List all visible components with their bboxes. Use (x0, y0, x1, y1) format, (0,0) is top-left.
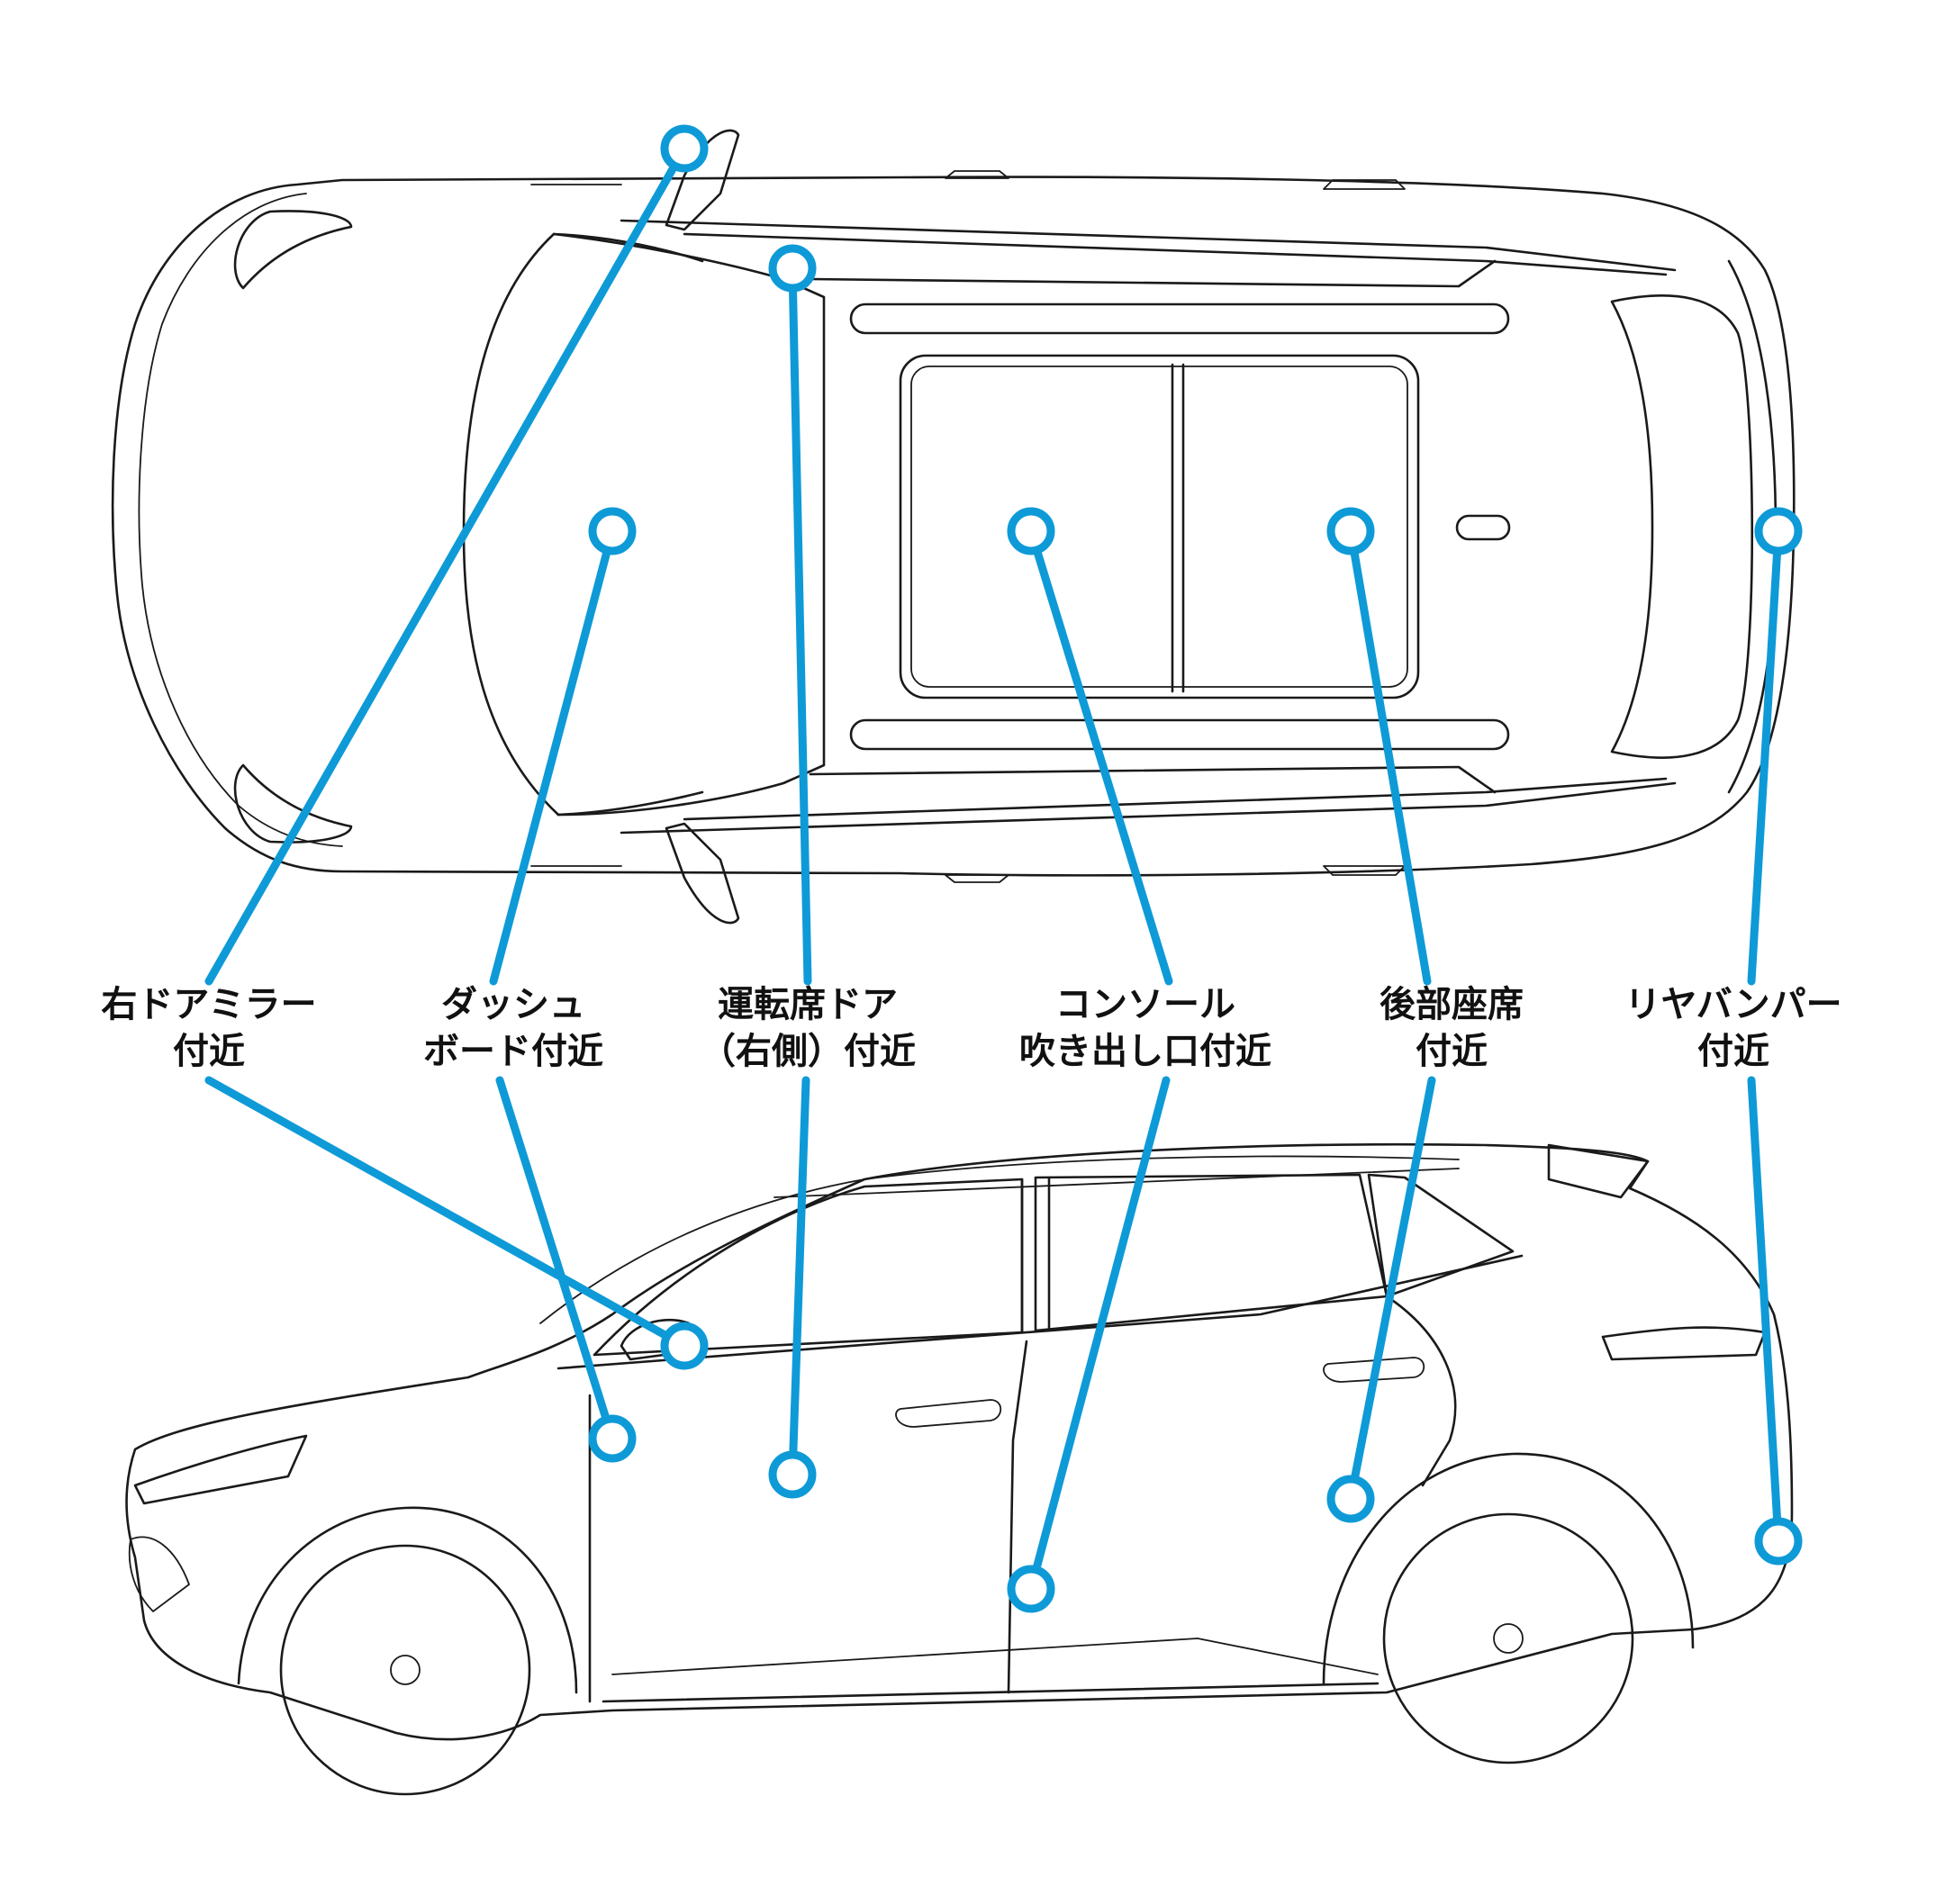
leader-bumper-top (1747, 527, 1783, 986)
label-line: ダッシュ (441, 984, 585, 1025)
leader-lines (204, 144, 1783, 1593)
label-line: 吹き出し口付近 (1019, 1031, 1271, 1072)
leader-mirror-top (204, 144, 689, 986)
marker-door-top (768, 244, 817, 293)
leader-mirror-side (204, 1076, 689, 1350)
car-side-view (125, 1142, 1794, 1796)
label-line: （右側）付近 (700, 1031, 916, 1072)
label-line: 付近 (1696, 1031, 1769, 1072)
leader-door-side (788, 1076, 810, 1479)
marker-rear-seat-top (1326, 507, 1375, 555)
marker-mirror-top (660, 124, 709, 173)
leader-dashboard-top (489, 527, 617, 986)
marker-door-side (768, 1450, 817, 1499)
leader-door-top (788, 264, 812, 986)
label-right-door-mirror: 右ドアミラー 付近 (101, 981, 316, 1075)
label-line: ボード付近 (423, 1031, 603, 1072)
marker-console-side (1007, 1565, 1055, 1613)
leader-console-top (1027, 527, 1173, 986)
leader-bumper-side (1747, 1076, 1783, 1546)
label-line: 後部座席 (1380, 984, 1524, 1025)
marker-console-top (1007, 507, 1055, 555)
label-rear-seat: 後部座席 付近 (1380, 981, 1524, 1075)
label-rear-bumper: リヤバンパー 付近 (1624, 981, 1841, 1075)
label-line: 付近 (172, 1031, 245, 1072)
leader-console-side (1027, 1076, 1171, 1593)
marker-bumper-side (1754, 1517, 1803, 1566)
markers (588, 124, 1803, 1613)
marker-dashboard-top (588, 507, 637, 555)
marker-bumper-top (1754, 507, 1803, 555)
label-line: リヤバンパー (1624, 984, 1842, 1025)
leader-rear-seat-top (1346, 527, 1432, 986)
label-line: コンソール (1055, 984, 1235, 1025)
label-line: 右ドアミラー (101, 984, 317, 1025)
marker-dashboard-side (588, 1414, 637, 1463)
marker-mirror-side (660, 1322, 709, 1370)
marker-rear-seat-side (1326, 1475, 1375, 1523)
car-top-view (111, 129, 1796, 925)
leader-dashboard-side (495, 1076, 617, 1443)
label-console-vent: コンソール 吹き出し口付近 (1019, 981, 1271, 1075)
label-driver-door: 運転席ドア （右側）付近 (700, 981, 916, 1075)
label-dashboard: ダッシュ ボード付近 (423, 981, 603, 1075)
label-line: 付近 (1416, 1031, 1488, 1072)
leader-rear-seat-side (1346, 1076, 1436, 1503)
label-line: 運転席ドア (718, 984, 898, 1025)
